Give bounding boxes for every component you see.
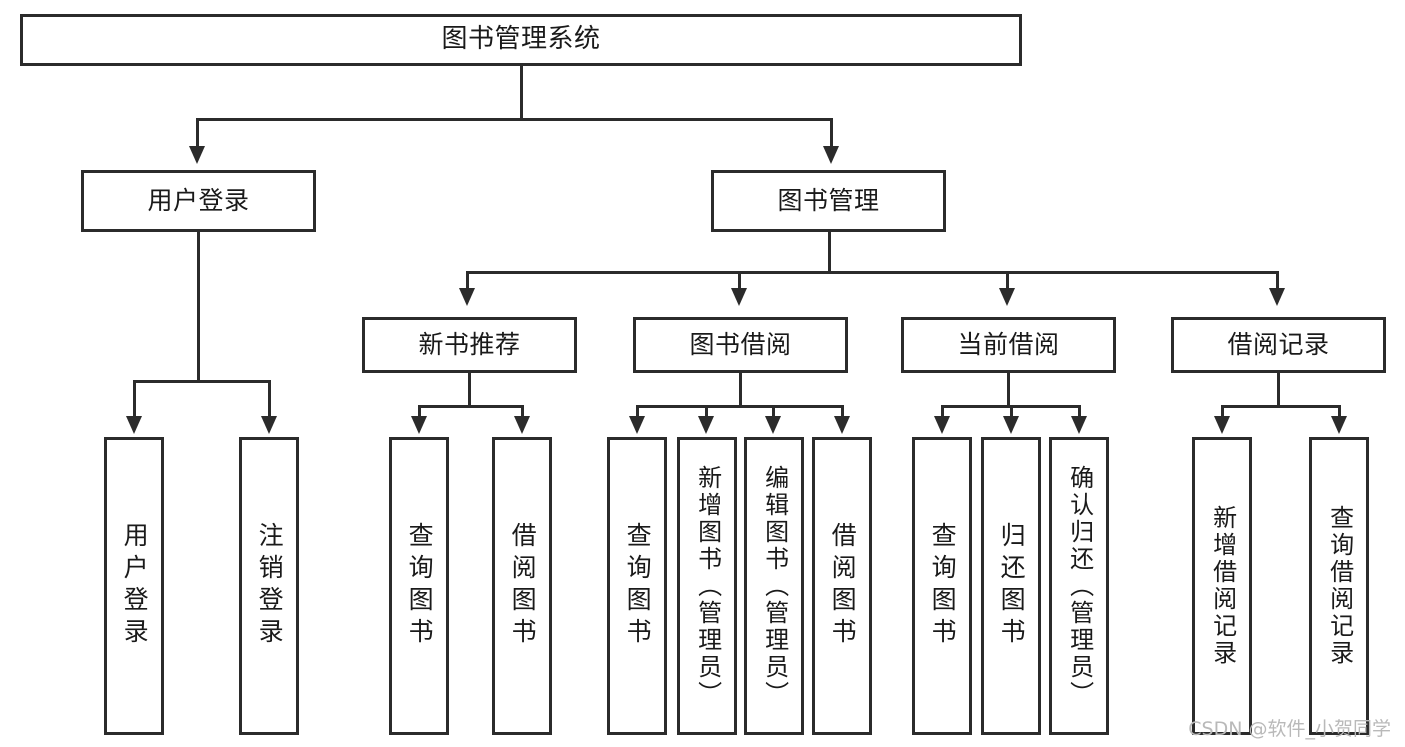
node-root-book-management-system[interactable]: 图书管理系统 (20, 14, 1022, 66)
node-label: 归还图书 (997, 522, 1027, 650)
node-label: 借阅图书 (508, 522, 538, 650)
connector-bm-to-current-borrow (1006, 271, 1009, 293)
node-label: 查询借阅记录 (1325, 505, 1354, 667)
connector-nb-to-leaf-2 (521, 405, 524, 419)
connector-user-login-bus (133, 380, 270, 383)
connector-new-book-bus (418, 405, 523, 408)
arrowhead-new-book-recommend (459, 288, 475, 306)
connector-bm-to-book-borrow (738, 271, 741, 293)
node-borrow-record[interactable]: 借阅记录 (1171, 317, 1386, 373)
connector-bb-to-leaf-4 (841, 405, 844, 419)
node-label: 新增借阅记录 (1208, 505, 1237, 667)
connector-user-login-stem (197, 232, 200, 380)
connector-cb-to-leaf-2 (1010, 405, 1013, 419)
leaf-br-add-record[interactable]: 新增借阅记录 (1192, 437, 1252, 735)
node-label: 用户登录 (120, 522, 150, 650)
node-label: 图书管理系统 (441, 24, 601, 55)
node-label: 借阅图书 (828, 522, 858, 650)
node-label: 新书推荐 (418, 329, 521, 359)
arrowhead-bb-borrow-book (834, 416, 850, 434)
leaf-bb-add-book[interactable]: 新增图书（管理员） (677, 437, 737, 735)
arrowhead-nb-query-book (411, 416, 427, 434)
arrowhead-leaf-logout (261, 416, 277, 434)
node-label: 查询图书 (623, 522, 653, 650)
arrowhead-nb-borrow-book (514, 416, 530, 434)
arrowhead-bb-edit-book (765, 416, 781, 434)
connector-bb-to-leaf-2 (705, 405, 708, 419)
arrowhead-cb-query-book (934, 416, 950, 434)
node-label: 查询图书 (928, 522, 958, 650)
node-label: 当前借阅 (957, 329, 1060, 359)
arrowhead-book-borrow (731, 288, 747, 306)
connector-user-login-to-leaf-1 (133, 380, 136, 418)
leaf-logout[interactable]: 注销登录 (239, 437, 299, 735)
node-new-book-recommend[interactable]: 新书推荐 (362, 317, 577, 373)
connector-nb-to-leaf-1 (418, 405, 421, 419)
connector-bm-to-new-book (466, 271, 469, 293)
arrowhead-cb-return-book (1003, 416, 1019, 434)
connector-book-borrow-bus (636, 405, 844, 408)
leaf-cb-query-book[interactable]: 查询图书 (912, 437, 972, 735)
arrowhead-bb-query-book (629, 416, 645, 434)
connector-bm-to-borrow-record (1276, 271, 1279, 293)
leaf-bb-borrow-book[interactable]: 借阅图书 (812, 437, 872, 735)
connector-book-borrow-stem (739, 373, 742, 407)
arrowhead-current-borrow (999, 288, 1015, 306)
node-label: 注销登录 (255, 522, 285, 650)
leaf-cb-confirm-return[interactable]: 确认归还（管理员） (1049, 437, 1109, 735)
connector-br-to-leaf-1 (1221, 405, 1224, 419)
node-book-borrow[interactable]: 图书借阅 (633, 317, 848, 373)
arrowhead-book-management (823, 146, 839, 164)
leaf-bb-query-book[interactable]: 查询图书 (607, 437, 667, 735)
connector-root-stem (520, 66, 523, 118)
arrowhead-cb-confirm-return (1071, 416, 1087, 434)
leaf-bb-edit-book[interactable]: 编辑图书（管理员） (744, 437, 804, 735)
node-label: 查询图书 (405, 522, 435, 650)
arrowhead-user-login (189, 146, 205, 164)
connector-root-bus (196, 118, 833, 121)
node-label: 图书管理 (777, 185, 880, 215)
connector-bb-to-leaf-3 (772, 405, 775, 419)
connector-book-management-stem (828, 232, 831, 273)
leaf-nb-query-book[interactable]: 查询图书 (389, 437, 449, 735)
node-current-borrow[interactable]: 当前借阅 (901, 317, 1116, 373)
node-label: 新增图书（管理员） (693, 464, 722, 708)
node-label: 编辑图书（管理员） (760, 464, 789, 708)
connector-current-borrow-stem (1007, 373, 1010, 407)
arrowhead-borrow-record (1269, 288, 1285, 306)
leaf-cb-return-book[interactable]: 归还图书 (981, 437, 1041, 735)
arrowhead-br-add-record (1214, 416, 1230, 434)
connector-root-to-book-management (830, 118, 833, 148)
connector-book-management-bus (466, 271, 1279, 274)
csdn-watermark: CSDN @软件_小贺同学 (1188, 718, 1391, 740)
node-book-management[interactable]: 图书管理 (711, 170, 946, 232)
arrowhead-br-query-record (1331, 416, 1347, 434)
connector-new-book-stem (468, 373, 471, 407)
connector-root-to-user-login (196, 118, 199, 148)
connector-user-login-to-leaf-2 (268, 380, 271, 418)
connector-br-to-leaf-2 (1338, 405, 1341, 419)
arrowhead-leaf-user-login (126, 416, 142, 434)
leaf-user-login[interactable]: 用户登录 (104, 437, 164, 735)
node-label: 图书借阅 (689, 329, 792, 359)
connector-cb-to-leaf-3 (1078, 405, 1081, 419)
connector-cb-to-leaf-1 (941, 405, 944, 419)
node-label: 借阅记录 (1227, 329, 1330, 359)
node-label: 用户登录 (147, 185, 250, 215)
node-user-login[interactable]: 用户登录 (81, 170, 316, 232)
connector-bb-to-leaf-1 (636, 405, 639, 419)
connector-borrow-record-stem (1277, 373, 1280, 407)
connector-borrow-record-bus (1221, 405, 1341, 408)
arrowhead-bb-add-book (698, 416, 714, 434)
leaf-nb-borrow-book[interactable]: 借阅图书 (492, 437, 552, 735)
node-label: 确认归还（管理员） (1065, 464, 1094, 708)
leaf-br-query-record[interactable]: 查询借阅记录 (1309, 437, 1369, 735)
